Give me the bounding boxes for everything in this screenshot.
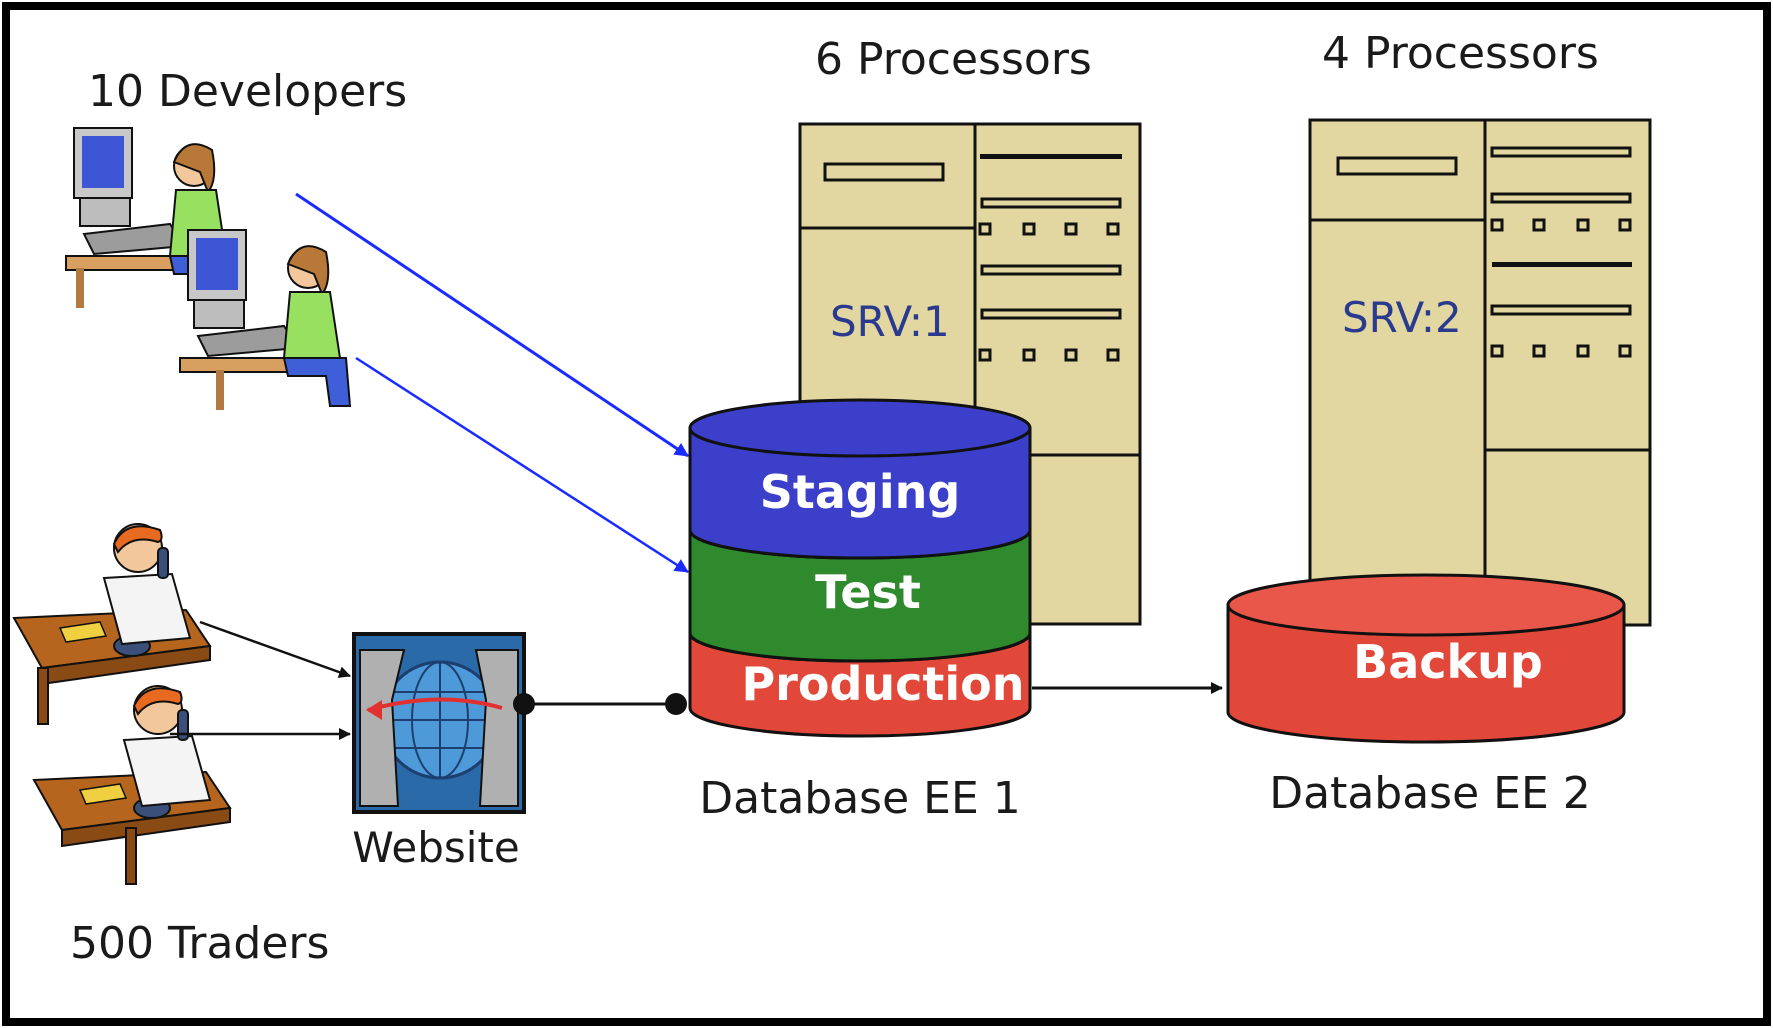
server-2-leds — [1490, 218, 1632, 232]
server-2-right-panel — [1483, 118, 1652, 627]
server-2-id: SRV:2 — [1342, 293, 1462, 342]
trader-arrow-website-1 — [199, 620, 351, 678]
db1-test-label: Test — [815, 565, 921, 619]
db1-production-label: Production — [741, 657, 1024, 711]
db2-backup-layer — [1226, 603, 1626, 744]
server-2-slot — [1490, 304, 1632, 316]
server-1-leds — [978, 222, 1120, 236]
server-1-id: SRV:1 — [830, 297, 950, 346]
server-1-slot — [980, 308, 1122, 320]
server-1-vent — [980, 154, 1122, 159]
server-2-slot — [1490, 192, 1632, 204]
db1-top — [688, 398, 1032, 458]
server-1-leds — [978, 348, 1120, 362]
server-2-slot — [1490, 146, 1632, 158]
server-2-left-panel — [1308, 118, 1487, 627]
traders-label: 500 Traders — [70, 918, 329, 969]
db1-staging-layer — [688, 426, 1032, 560]
server-1-slot — [980, 264, 1122, 276]
developer-icon — [65, 127, 238, 309]
developer-icon — [179, 229, 352, 410]
trader-icon — [12, 523, 212, 725]
database-1-cylinder: Staging Test Production — [688, 398, 1032, 738]
db2-backup-label: Backup — [1353, 635, 1543, 689]
server-1-slot — [980, 197, 1122, 209]
db1-staging-label: Staging — [760, 465, 961, 519]
db2-top — [1226, 573, 1626, 637]
database-2-label: Database EE 2 — [1269, 768, 1591, 819]
website-icon — [352, 632, 526, 814]
website-label: Website — [352, 823, 519, 872]
developer-arrow-staging — [295, 192, 689, 458]
server-2-leds — [1490, 344, 1632, 358]
server-1-processors: 6 Processors — [815, 34, 1092, 85]
database-2-cylinder: Backup — [1226, 573, 1626, 744]
connector-dot — [513, 693, 535, 715]
database-1-label: Database EE 1 — [699, 773, 1021, 824]
server-1-drive-slot — [823, 162, 945, 182]
developer-arrow-test — [355, 356, 689, 574]
connector-dot — [665, 693, 687, 715]
server-2-processors: 4 Processors — [1322, 28, 1599, 79]
developers-label: 10 Developers — [88, 66, 407, 117]
trader-icon — [32, 685, 232, 885]
server-2-drive-slot — [1336, 156, 1458, 176]
server-2-vent — [1492, 262, 1632, 267]
